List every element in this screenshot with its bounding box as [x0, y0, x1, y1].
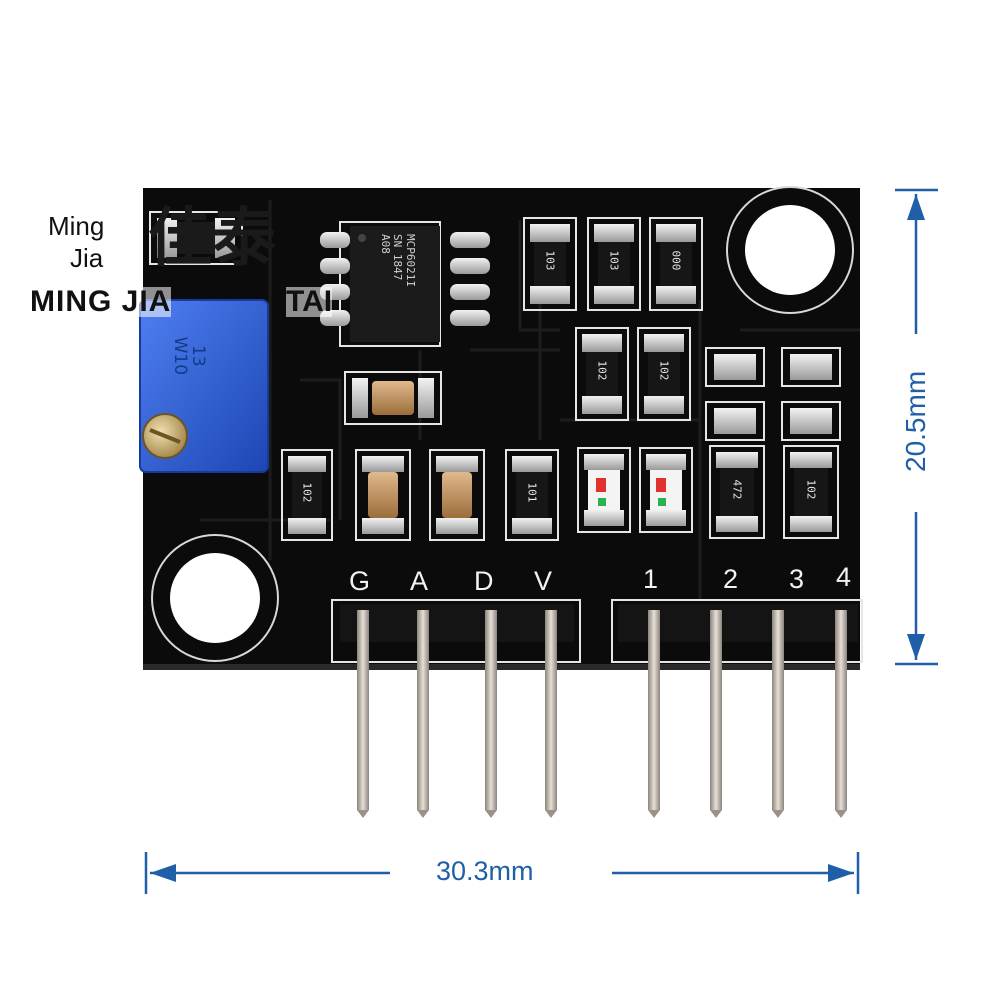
ic-marking-line3: A08 [378, 233, 392, 254]
capacitor-middle [344, 371, 442, 425]
resistor-472 [709, 445, 765, 539]
resistor-102-a [575, 327, 629, 421]
resistor-code-103-a: 103 [543, 250, 557, 271]
ic-marking-line2: SN 1847 [391, 233, 405, 281]
resistor-102-b [637, 327, 691, 421]
empty-pads-right [705, 347, 841, 441]
potentiometer-code-line2: W10 [170, 336, 190, 376]
pin-label-v: V [534, 566, 553, 596]
resistor-101 [505, 449, 559, 541]
watermark-line1: Ming [48, 211, 105, 241]
resistor-code-102-d: 102 [804, 479, 818, 500]
height-dimension-label: 20.5mm [900, 370, 931, 472]
width-dimension-label: 30.3mm [430, 858, 540, 885]
resistor-code-000: 000 [669, 250, 683, 271]
potentiometer-code: 13 W10 [170, 326, 208, 386]
resistor-code-472: 472 [730, 479, 744, 500]
potentiometer-code-line1: 13 [187, 345, 208, 367]
resistor-code-102-b: 102 [657, 360, 671, 381]
trimmer-potentiometer [139, 299, 269, 473]
width-dimension [144, 852, 860, 894]
watermark-line2: Jia [70, 243, 104, 273]
resistor-103-a [523, 217, 577, 311]
pin-label-a: A [410, 566, 429, 596]
resistor-top-left [149, 211, 243, 265]
resistor-code-103-b: 103 [607, 250, 621, 271]
mounting-hole-top [726, 186, 854, 314]
resistor-code-101: 101 [525, 482, 539, 503]
resistor-code-102-a: 102 [595, 360, 609, 381]
resistor-000 [649, 217, 703, 311]
mounting-hole-bottom [151, 534, 279, 662]
pin-label-3: 3 [789, 564, 805, 594]
pin-label-g: G [349, 566, 371, 596]
pin-header-left [331, 599, 581, 818]
pin-label-d: D [474, 566, 494, 596]
ic-marking-line1: MCP6021I [403, 233, 417, 287]
capacitor-bottom-a [355, 449, 411, 541]
pin-label-2: 2 [723, 564, 739, 594]
watermark-line4: TAI [286, 285, 333, 318]
ic-marking: MCP6021I SN 1847 A08 [378, 233, 417, 324]
watermark-line3: MING JIA [30, 285, 172, 318]
resistor-103-b [587, 217, 641, 311]
led-b [639, 447, 693, 533]
brand-watermark: Ming Jia MING JIA TAI 佳泰 [30, 202, 360, 318]
op-amp-ic [320, 221, 490, 347]
pin-label-1: 1 [643, 564, 659, 594]
resistor-102-c [281, 449, 333, 541]
resistor-102-d [783, 445, 839, 539]
capacitor-bottom-b [429, 449, 485, 541]
height-dimension [895, 188, 938, 666]
resistor-code-102-c: 102 [300, 482, 314, 503]
led-a [577, 447, 631, 533]
watermark-glyphs: 佳泰 [148, 202, 276, 276]
pin-label-4: 4 [836, 562, 852, 592]
pin-header-right [611, 599, 863, 818]
